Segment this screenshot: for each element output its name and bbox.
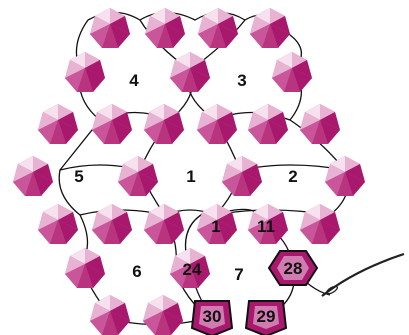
cell-label: 2: [288, 167, 297, 186]
bicone-crystal-bead-icon: [325, 156, 365, 196]
bicone-crystal-bead-icon: [248, 104, 288, 144]
bicone-crystal-bead-icon: [144, 104, 184, 144]
cell-label: 5: [74, 167, 83, 186]
cell-label: 7: [234, 265, 243, 284]
bicone-crystal-bead-icon: [118, 156, 158, 196]
cell-label: 3: [237, 71, 246, 90]
bicone-crystal-bead-icon: [300, 204, 340, 244]
bicone-crystal-bead-icon: [272, 52, 312, 92]
cell-label: 6: [132, 262, 141, 281]
bead-number-label: 29: [257, 307, 276, 326]
cell-label: 1: [186, 167, 195, 186]
bicone-crystal-bead-icon: [65, 52, 105, 92]
bead-number-label: 30: [203, 307, 222, 326]
bicone-crystal-bead-icon: [38, 204, 78, 244]
cell-label: 4: [129, 71, 139, 90]
bicone-crystal-bead-icon: [170, 52, 210, 92]
bicone-crystal-bead-icon: [143, 295, 183, 335]
bead-number-label: 24: [183, 260, 202, 279]
bicone-crystal-bead-icon: [65, 248, 105, 288]
bicone-crystal-bead-icon: [250, 8, 290, 48]
bicone-crystal-bead-icon: [300, 104, 340, 144]
bead-number-label: 28: [284, 259, 303, 278]
bicone-crystal-bead-icon: [90, 295, 130, 335]
bead-number-label: 1: [211, 217, 220, 236]
bicone-crystal-bead-icon: [222, 156, 262, 196]
bead-number-label: 11: [257, 217, 275, 236]
bicone-crystal-bead-icon: [38, 104, 78, 144]
bicone-crystal-bead-icon: [144, 204, 184, 244]
needle-icon: [322, 254, 404, 296]
bicone-crystal-bead-icon: [92, 104, 132, 144]
bicone-crystal-bead-icon: [13, 156, 53, 196]
